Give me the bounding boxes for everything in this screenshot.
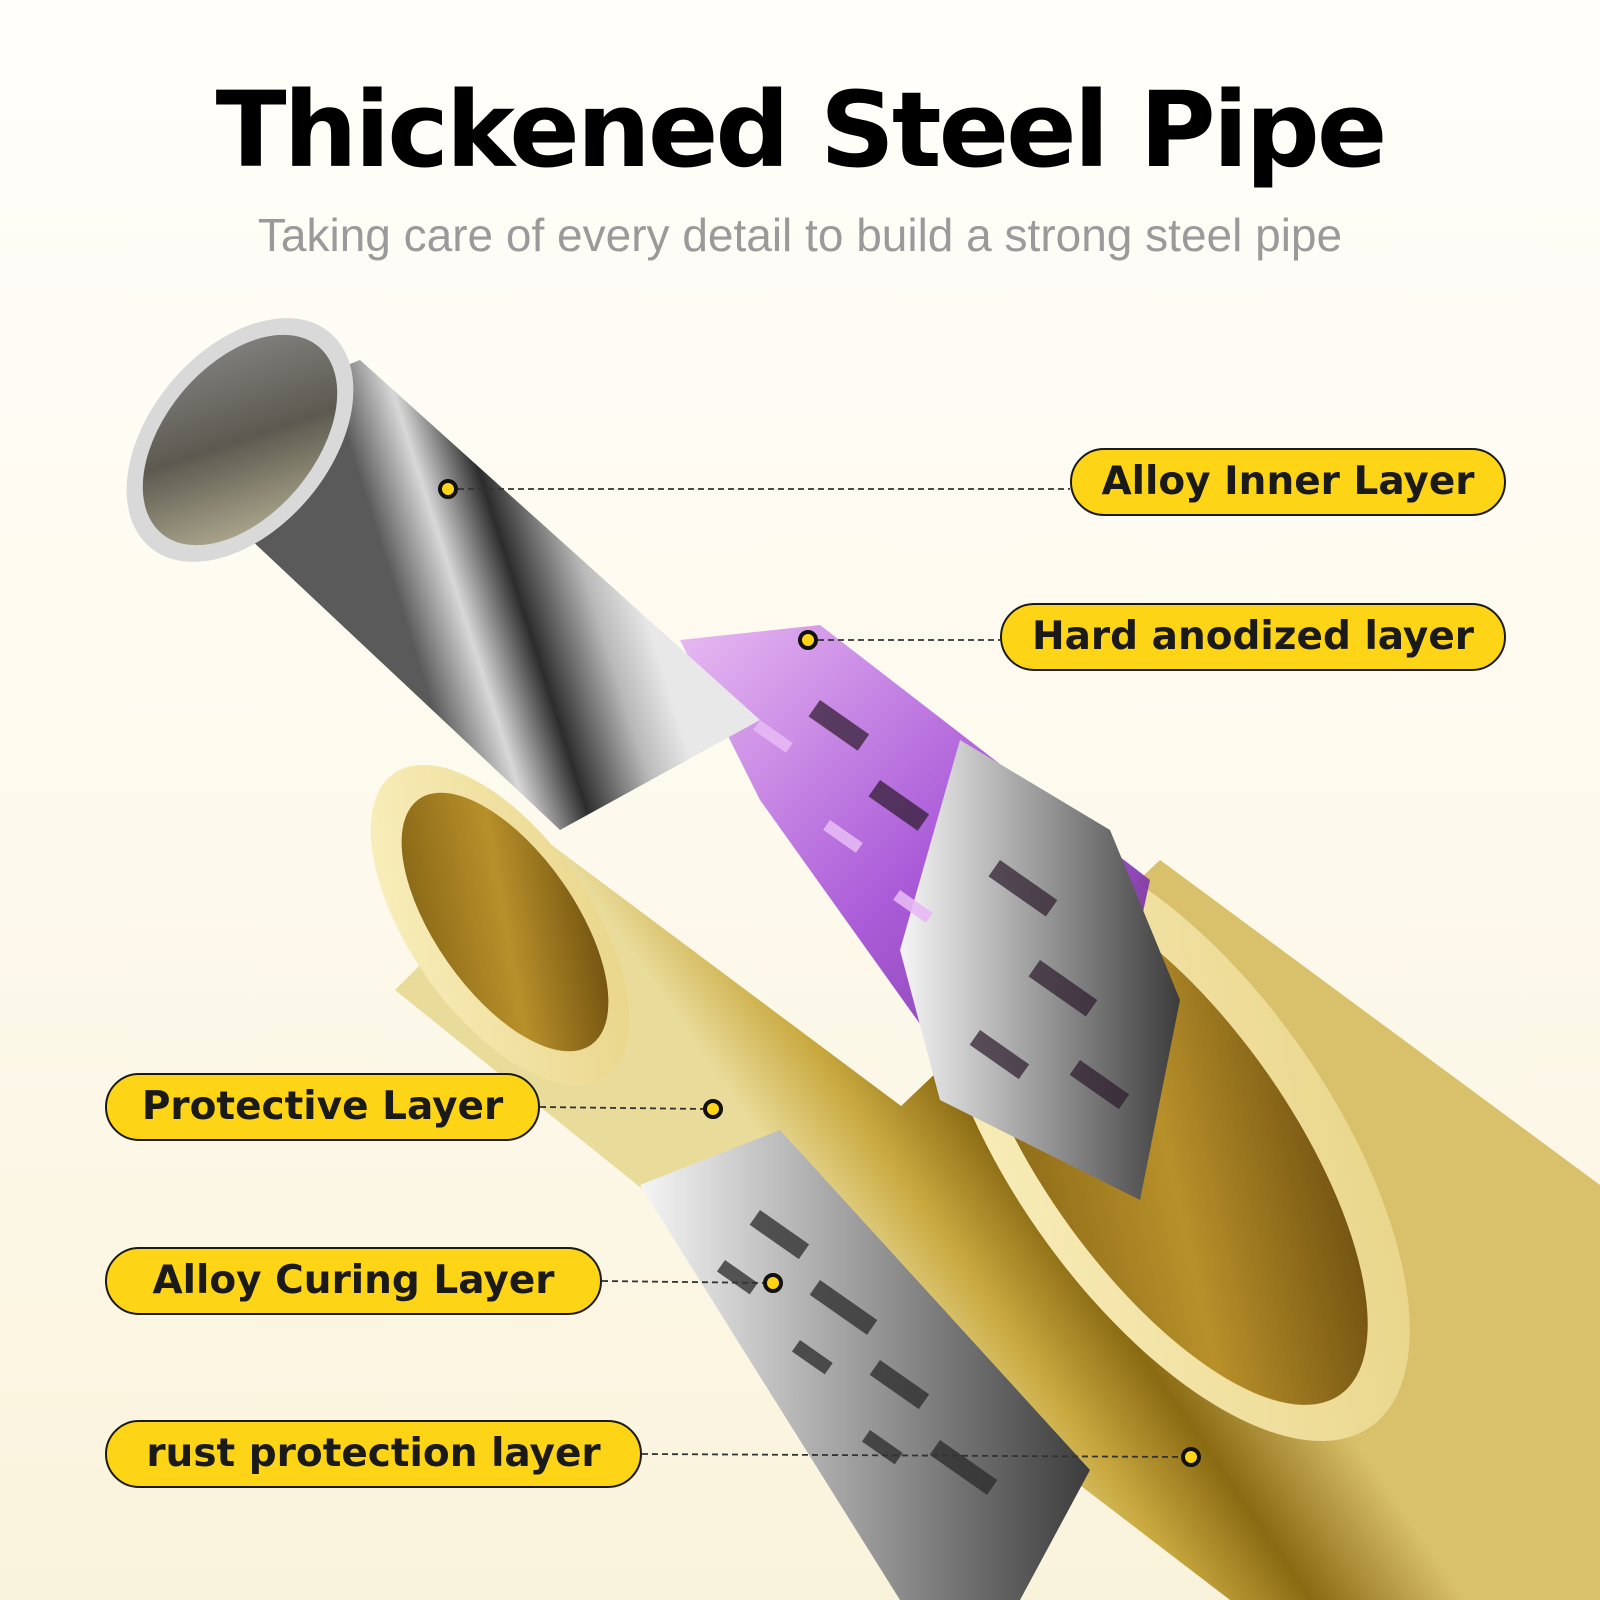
anchor-dot-hard-anodized <box>798 630 818 650</box>
anchor-dot-rust-protection <box>1181 1447 1201 1467</box>
callout-alloy-curing-layer: Alloy Curing Layer <box>105 1247 602 1315</box>
anchor-dots <box>438 479 1201 1467</box>
alloy-curing-lattice <box>640 1130 1090 1600</box>
anchor-dot-alloy-curing <box>763 1273 783 1293</box>
callout-alloy-inner-layer: Alloy Inner Layer <box>1070 448 1506 516</box>
leader-lines <box>448 488 1189 1458</box>
anchor-dot-protective <box>703 1099 723 1119</box>
steel-inner-pipe <box>126 318 760 830</box>
page-subtitle: Taking care of every detail to build a s… <box>257 209 1343 261</box>
callout-rust-protection-layer: rust protection layer <box>105 1420 642 1488</box>
page-title: Thickened Steel Pipe <box>215 69 1388 191</box>
anchor-dot-alloy-inner <box>438 479 458 499</box>
callout-hard-anodized-layer: Hard anodized layer <box>1000 603 1506 671</box>
callout-protective-layer: Protective Layer <box>105 1073 540 1141</box>
hard-anodized-lattice <box>680 625 1180 1200</box>
